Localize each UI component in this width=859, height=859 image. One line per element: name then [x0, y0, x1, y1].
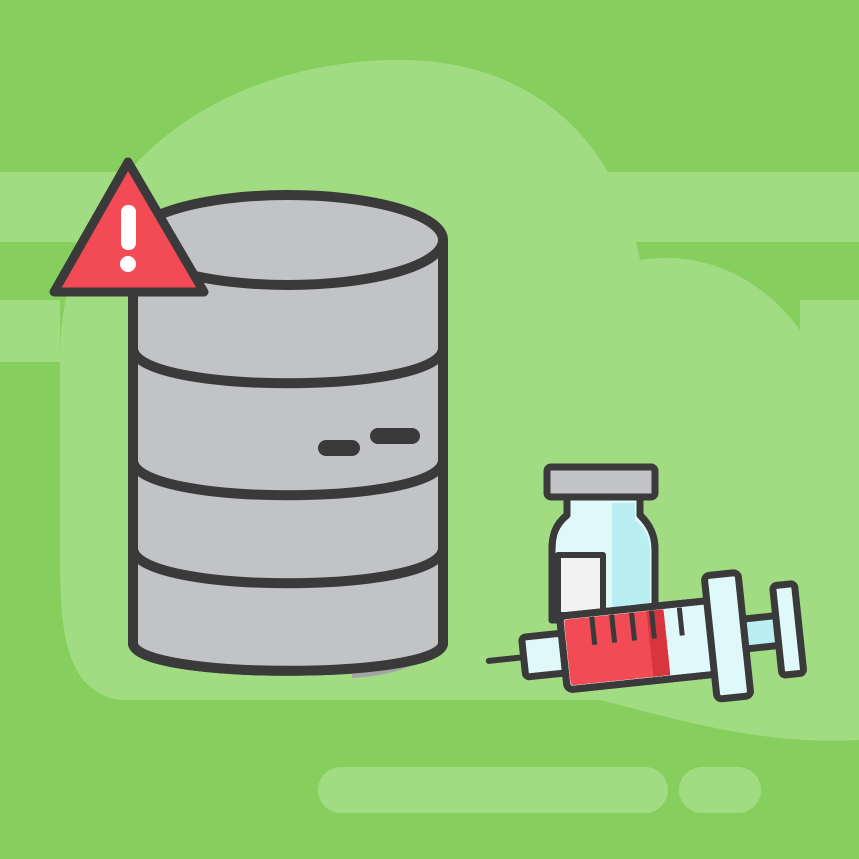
cloud-bar-short	[679, 767, 761, 813]
database-slot-2	[370, 428, 420, 444]
database-icon	[128, 190, 448, 678]
warning-icon	[49, 157, 209, 297]
vial-icon	[543, 463, 659, 624]
syringe-icon	[485, 569, 807, 703]
database-slot-1	[318, 440, 360, 456]
cloud-bar-long	[318, 767, 668, 813]
